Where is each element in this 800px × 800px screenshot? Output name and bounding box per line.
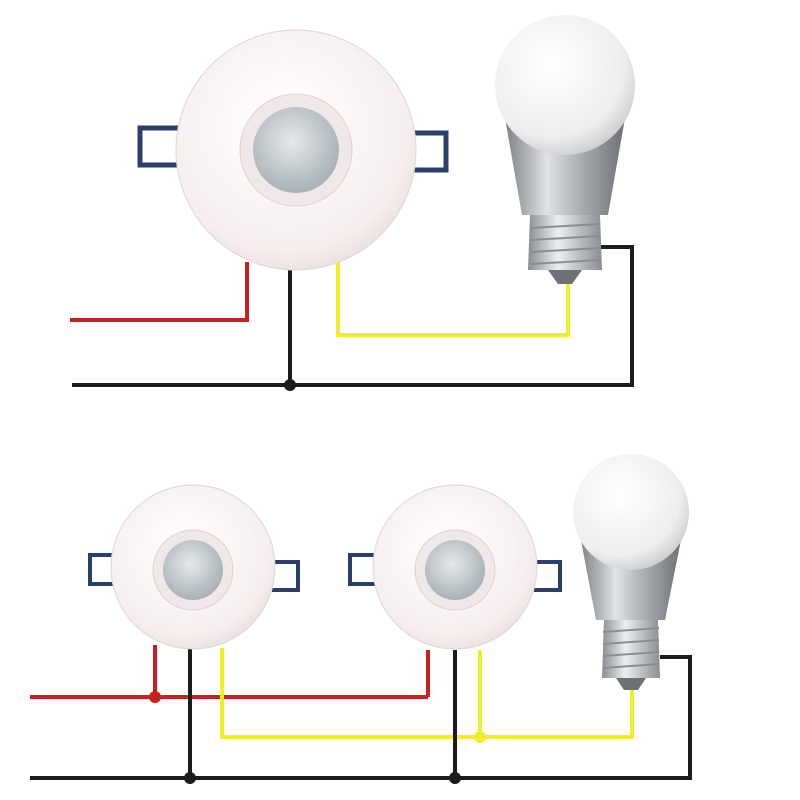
sensor-clip-left — [348, 553, 376, 586]
live-junction-dot — [149, 691, 161, 703]
top-motion-sensor — [137, 29, 449, 271]
bottom-switched-wire — [220, 648, 634, 739]
bottom-motion-sensor-2 — [348, 484, 562, 650]
sensor-lens — [425, 540, 485, 600]
top-led-bulb — [495, 15, 635, 284]
sensor-lens — [253, 107, 339, 193]
bottom-motion-sensor-1 — [88, 484, 300, 650]
top-switched-wire — [336, 262, 570, 337]
top-neutral-wire — [72, 245, 634, 387]
sensor-clip-right — [272, 560, 300, 592]
sensor-clip-left — [137, 125, 178, 168]
bottom-neutral-wire — [30, 655, 692, 780]
top-junction-dot — [284, 379, 296, 391]
sensor-clip-right — [412, 130, 449, 173]
switched-junction-dot — [474, 731, 486, 743]
neutral-junction-dot-1 — [184, 772, 196, 784]
top-live-wire — [70, 262, 249, 322]
sensor-lens — [163, 540, 223, 600]
neutral-junction-dot-2 — [449, 772, 461, 784]
sensor-clip-right — [534, 560, 562, 592]
bottom-wires — [30, 645, 692, 784]
sensor-clip-left — [88, 553, 116, 586]
top-wires — [70, 245, 634, 391]
bottom-led-bulb — [573, 454, 689, 690]
